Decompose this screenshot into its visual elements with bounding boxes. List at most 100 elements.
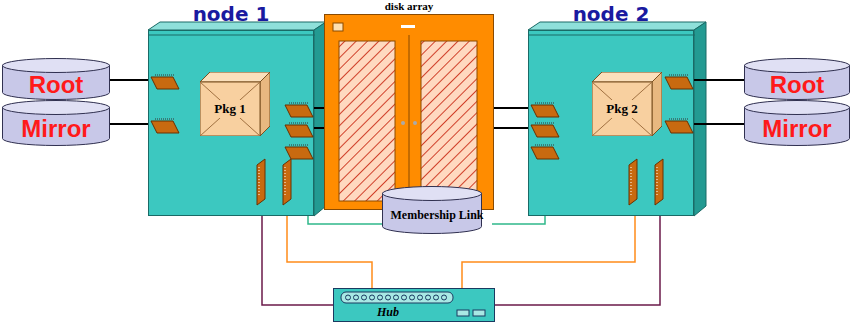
label-holder: Membership Link — [382, 201, 492, 231]
indicator — [401, 25, 415, 28]
cube-side — [652, 72, 662, 136]
cube-front — [200, 82, 260, 136]
node-label: Root — [25, 72, 88, 97]
port — [362, 295, 367, 300]
connector — [494, 127, 528, 129]
cube-front — [592, 82, 652, 136]
node-label: Pkg 2 — [603, 100, 640, 118]
label-holder: Root — [744, 73, 850, 97]
card-pins — [631, 167, 632, 197]
card-pins — [669, 75, 689, 76]
interface-card — [531, 105, 559, 117]
root-disk: Root — [744, 58, 850, 100]
card-pins — [657, 167, 658, 197]
card-pins — [285, 167, 286, 197]
label-holder: Pkg 1 — [200, 82, 260, 136]
connector — [262, 216, 333, 305]
label-holder: Mirror — [744, 115, 850, 143]
cube-tape — [592, 82, 652, 136]
node-label: Hub — [377, 305, 399, 319]
status-light — [473, 310, 485, 316]
card-pins — [289, 145, 309, 146]
node-label: Membership Link — [386, 209, 487, 222]
disk-array: disk array — [324, 0, 494, 210]
interface-card — [655, 159, 663, 205]
door-split — [409, 35, 410, 207]
connector — [462, 216, 635, 288]
door-handle — [413, 121, 417, 125]
port — [434, 295, 439, 300]
label-holder: Mirror — [2, 115, 110, 143]
connector — [314, 107, 324, 109]
interface-card — [257, 159, 265, 205]
cube-top — [592, 72, 662, 82]
array-panels — [325, 15, 495, 211]
cube-tape — [592, 82, 652, 136]
status-light — [457, 310, 469, 316]
root-disk: Root — [2, 58, 110, 100]
port — [426, 295, 431, 300]
card-pins — [535, 123, 555, 124]
port — [402, 295, 407, 300]
node-label: disk array — [324, 0, 494, 13]
interface-card — [285, 125, 313, 137]
connector — [110, 123, 148, 125]
cube-tape — [200, 82, 260, 136]
server-node: node 1 Pkg 1 — [148, 2, 314, 216]
label-holder: Root — [2, 73, 110, 97]
interface-card — [665, 77, 693, 89]
port — [370, 295, 375, 300]
drive-panel — [421, 41, 477, 201]
port — [346, 295, 351, 300]
interface-card — [285, 105, 313, 117]
mirror-disk: Mirror — [744, 100, 850, 146]
connector — [694, 79, 744, 81]
membership-disk: Membership Link — [382, 186, 492, 234]
label-holder: Pkg 2 — [592, 82, 652, 136]
node-label: Root — [766, 72, 829, 97]
connector — [314, 127, 324, 129]
card-pins — [259, 167, 260, 197]
server-node: node 2 Pkg 2 — [528, 2, 694, 216]
connector — [492, 216, 545, 224]
card-pins — [535, 103, 555, 104]
cylinder-top — [3, 101, 110, 115]
port-strip — [341, 292, 453, 303]
interface-card — [629, 159, 637, 205]
node-label: node 1 — [148, 2, 314, 26]
connector — [110, 79, 148, 81]
array-front — [324, 14, 494, 210]
connector — [287, 216, 372, 288]
interface-card — [665, 121, 693, 133]
connector — [308, 216, 382, 224]
package-box: Pkg 2 — [592, 72, 662, 136]
cube-tape — [200, 82, 260, 136]
port — [418, 295, 423, 300]
port — [354, 295, 359, 300]
cylinder-top — [383, 187, 482, 201]
connector — [694, 123, 744, 125]
cabinet-side — [694, 22, 706, 216]
cube-side — [260, 72, 270, 136]
hub-case — [334, 289, 495, 322]
cabinet-trim — [149, 35, 315, 36]
node-label: node 2 — [528, 2, 694, 26]
card-pins — [669, 119, 689, 120]
port — [442, 295, 447, 300]
interface-card — [531, 147, 559, 159]
connector — [495, 216, 660, 305]
interface-card — [151, 77, 179, 89]
cube-top — [200, 72, 270, 82]
door-handle — [401, 121, 405, 125]
card-pins — [289, 103, 309, 104]
mirror-disk: Mirror — [2, 100, 110, 146]
port — [410, 295, 415, 300]
indicator — [333, 23, 343, 31]
interface-card — [531, 125, 559, 137]
interface-card — [283, 159, 291, 205]
port — [394, 295, 399, 300]
port — [378, 295, 383, 300]
card-pins — [155, 119, 175, 120]
node-label: Pkg 1 — [211, 100, 248, 118]
